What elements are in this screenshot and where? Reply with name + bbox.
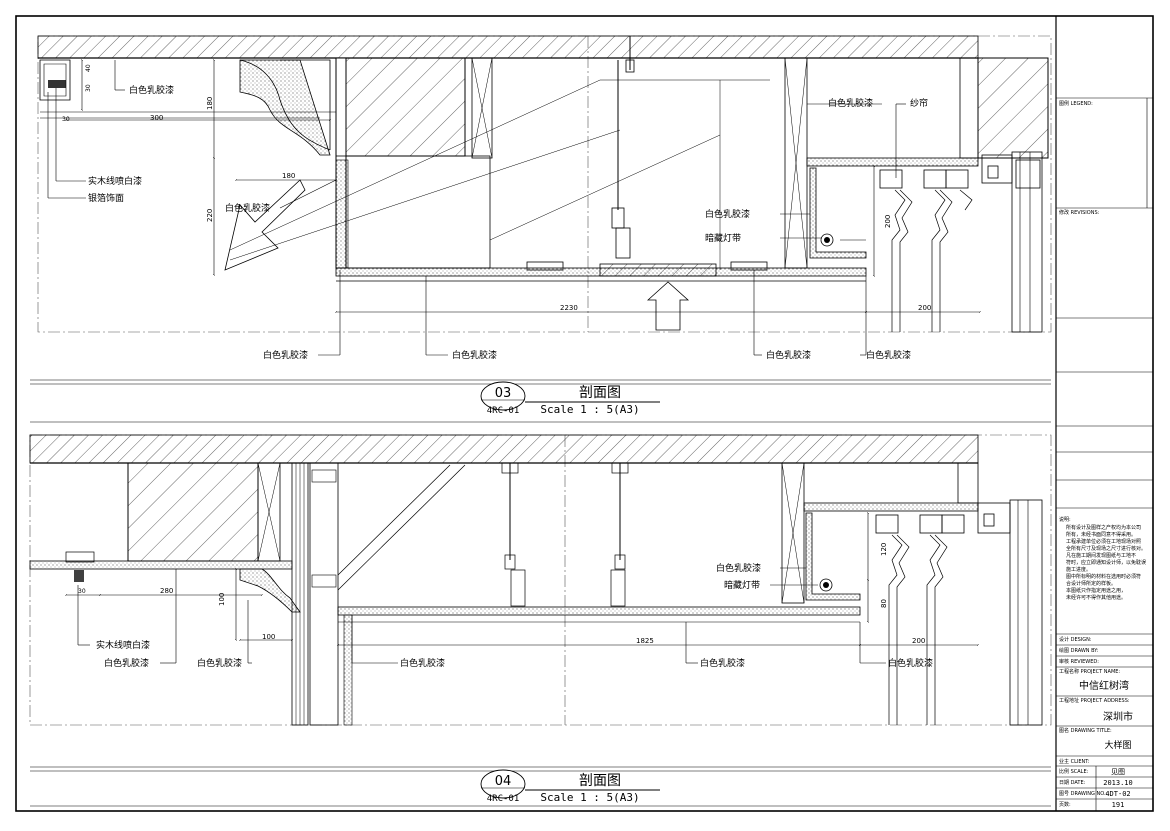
- date-label: 日期 DATE:: [1059, 780, 1086, 786]
- dim-value: 30: [78, 588, 86, 595]
- curtain-track: [879, 169, 973, 332]
- title-block-text: 图例 LEGEND: 修改 REVISIONS: 说明: 所有设计及图样之产权均…: [1059, 100, 1146, 809]
- dim-value: 200: [912, 637, 925, 645]
- section-04: 04 4RC-01 剖面图 Scale 1 : 5(A3) 实木线喷白漆 白色乳…: [29, 434, 1052, 807]
- section-03: 03 4RC-01 剖面图 Scale 1 : 5(A3) 白色乳胶漆 实木线喷…: [30, 35, 1052, 423]
- scale-value: 见图: [1111, 768, 1125, 776]
- drawing-title-label: 图名 DRAWING TITLE:: [1059, 727, 1112, 734]
- dim-value: 120: [880, 543, 888, 556]
- project-address-label: 工程地址 PROJECT ADDRESS:: [1059, 697, 1130, 704]
- note-line: 所有，未经书面同意不得采用。: [1066, 531, 1136, 538]
- dim-value: 200: [884, 215, 892, 228]
- label-wood-line: 实木线喷白漆: [96, 639, 150, 651]
- section-title: 剖面图: [579, 385, 621, 401]
- label-paint: 白色乳胶漆: [263, 349, 308, 361]
- section-scale: Scale 1 : 5(A3): [540, 403, 639, 416]
- drawing-title: 大样图: [1104, 739, 1131, 751]
- label-silver-foil: 银箔饰面: [88, 192, 124, 204]
- label-paint: 白色乳胶漆: [705, 208, 750, 220]
- label-sheer-curtain: 纱帘: [910, 97, 928, 109]
- label-paint: 白色乳胶漆: [104, 657, 149, 669]
- label-paint: 白色乳胶漆: [716, 562, 761, 574]
- label-paint: 白色乳胶漆: [866, 349, 911, 361]
- ceiling-slab: [29, 434, 979, 464]
- dim-value: 100: [218, 593, 226, 606]
- dim-value: 1825: [636, 637, 654, 645]
- sheet-ref: 4RC-01: [487, 406, 520, 416]
- dim-value: 2230: [560, 304, 578, 312]
- label-paint: 白色乳胶漆: [700, 657, 745, 669]
- label-wood-line: 实木线喷白漆: [88, 175, 142, 187]
- project-name: 中信红树湾: [1079, 679, 1129, 692]
- client-label: 业主 CLIENT:: [1059, 758, 1090, 765]
- dim-value: 220: [206, 209, 214, 222]
- ceiling-board: [337, 606, 861, 616]
- dim-value: 180: [282, 172, 295, 180]
- scale-label: 比例 SCALE:: [1059, 768, 1089, 775]
- page-label: 页数:: [1059, 801, 1071, 808]
- sheet-ref: 4RC-01: [487, 794, 520, 804]
- label-paint: 白色乳胶漆: [197, 657, 242, 669]
- ceiling-slab: [37, 35, 979, 59]
- label-paint: 白色乳胶漆: [828, 97, 873, 109]
- note-line: 未经许可不得作其他用途。: [1066, 594, 1126, 601]
- section-number: 03: [495, 386, 512, 401]
- dim-value: 30: [85, 84, 92, 92]
- label-paint: 白色乳胶漆: [452, 349, 497, 361]
- drawing-no: 4DT-02: [1105, 790, 1130, 798]
- drawing-no-label: 图号 DRAWING NO.:: [1059, 791, 1108, 797]
- curtain-track: [875, 514, 965, 725]
- revisions-label: 修改 REVISIONS:: [1059, 209, 1100, 216]
- section-bubble: [480, 381, 526, 411]
- label-paint: 白色乳胶漆: [888, 657, 933, 669]
- dim-value: 280: [160, 587, 173, 595]
- section-scale: Scale 1 : 5(A3): [540, 791, 639, 804]
- cornice-moulding: [239, 59, 331, 156]
- note-line: 所有设计及图样之产权均为本公司: [1066, 524, 1141, 531]
- label-paint: 白色乳胶漆: [400, 657, 445, 669]
- design-label: 设计 DESIGN:: [1059, 636, 1092, 643]
- dim-value: 100: [262, 633, 275, 641]
- label-hidden-light: 暗藏灯带: [724, 579, 760, 591]
- note-line: 工程承建单位必须在工地现场对照: [1066, 538, 1141, 545]
- dim-value: 30: [62, 116, 70, 123]
- page-number: 191: [1112, 801, 1125, 809]
- dim-value: 300: [150, 114, 163, 122]
- direction-arrow: [224, 179, 306, 271]
- note-line: 凡在施工期间发现图纸与工地不: [1066, 552, 1136, 559]
- dim-value: 180: [206, 97, 214, 110]
- note-line: 本图纸只作指定用途之用，: [1066, 587, 1126, 594]
- note-line: 图中所标明的材料在选用时必须符: [1066, 573, 1141, 580]
- note-line: 施工进度。: [1066, 566, 1091, 573]
- section-bubble: [480, 769, 526, 799]
- section-number: 04: [495, 774, 512, 789]
- date-value: 2013.10: [1103, 779, 1133, 787]
- label-hidden-light: 暗藏灯带: [705, 232, 741, 244]
- dim-value: 200: [918, 304, 931, 312]
- dim-value: 80: [880, 599, 888, 608]
- notes-title: 说明:: [1059, 516, 1071, 523]
- label-paint: 白色乳胶漆: [766, 349, 811, 361]
- drawn-by-label: 绘图 DRAWN BY:: [1059, 647, 1099, 654]
- label-paint: 白色乳胶漆: [225, 202, 270, 214]
- project-address: 深圳市: [1103, 710, 1133, 723]
- label-paint: 白色乳胶漆: [129, 84, 174, 96]
- section-title: 剖面图: [579, 773, 621, 789]
- note-line: 全所有尺寸及现场之尺寸进行核对。: [1066, 545, 1146, 552]
- note-line: 符时，应立即通知设计师，以免耽误: [1066, 559, 1146, 566]
- title-block: [1056, 97, 1153, 811]
- project-name-label: 工程名称 PROJECT NAME:: [1059, 668, 1120, 675]
- dim-value: 40: [85, 64, 92, 72]
- reviewed-label: 审核 REVIEWED:: [1059, 658, 1099, 665]
- legend-label: 图例 LEGEND:: [1059, 100, 1093, 107]
- sheet-border: [15, 15, 1154, 812]
- note-line: 合设计师所定的样板。: [1066, 580, 1116, 587]
